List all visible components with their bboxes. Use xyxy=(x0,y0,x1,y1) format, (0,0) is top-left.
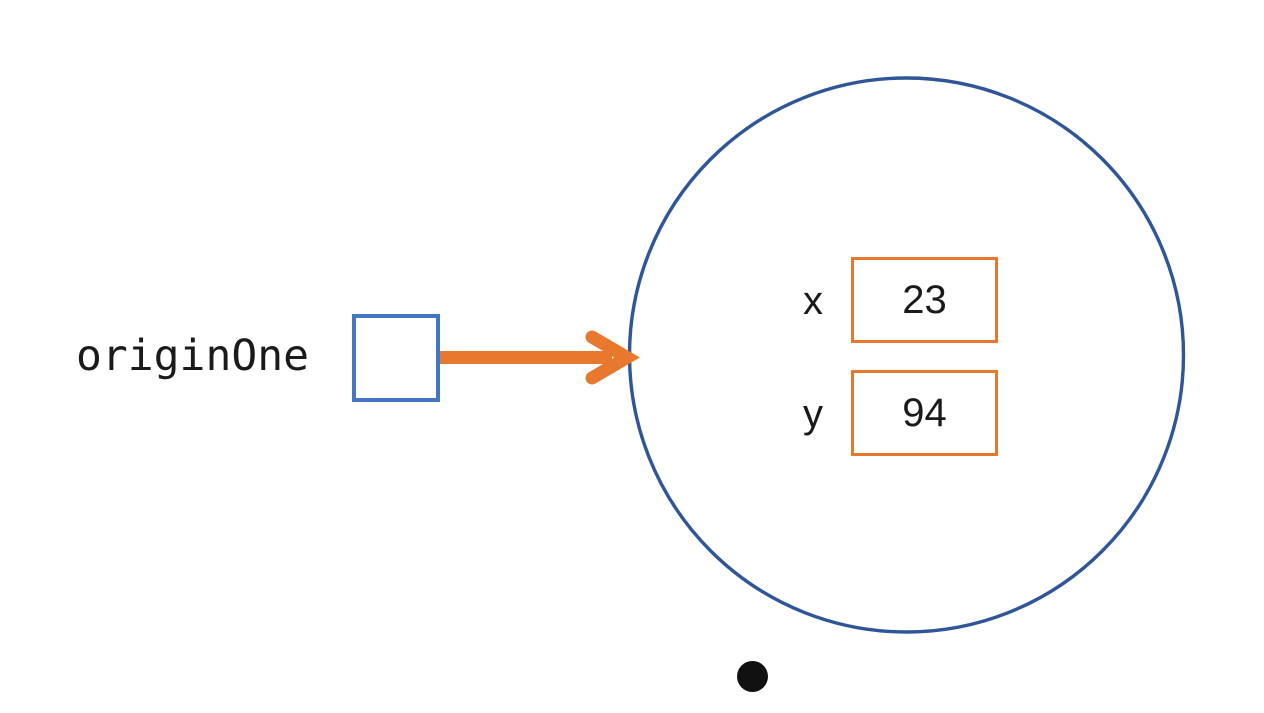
field-value-y: 94 xyxy=(902,391,947,435)
field-value-x: 23 xyxy=(902,278,947,322)
field-box-y: 94 xyxy=(851,370,998,456)
field-box-x: 23 xyxy=(851,257,998,343)
reference-variable-label: originOne xyxy=(76,331,309,381)
reference-value-dot xyxy=(737,661,768,692)
reference-arrow-head-icon xyxy=(585,330,640,385)
field-label-x: x xyxy=(803,279,823,323)
field-label-y: y xyxy=(803,392,823,436)
reference-box xyxy=(352,314,768,692)
object-circle xyxy=(627,76,1186,634)
